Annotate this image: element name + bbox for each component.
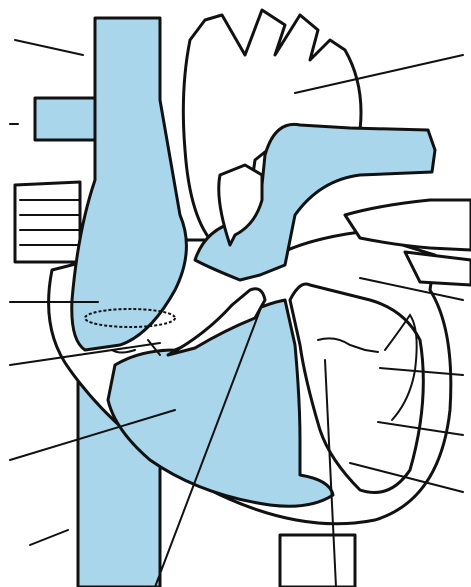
- left-vein-upper: [15, 182, 80, 262]
- descending-aorta: [280, 535, 355, 587]
- superior-vena-cava: [72, 18, 187, 350]
- leader-line-1: [15, 40, 83, 55]
- left-pulmonary-branch: [35, 98, 95, 140]
- leader-line-6: [30, 530, 68, 545]
